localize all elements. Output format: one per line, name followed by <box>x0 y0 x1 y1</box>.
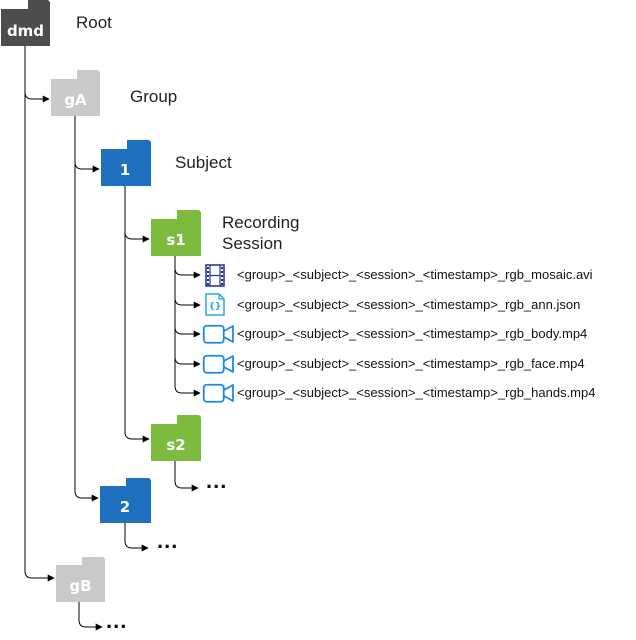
group-label: Group <box>130 87 178 106</box>
connector-s1-to-file1 <box>174 256 201 279</box>
recording-session-label-line2: Session <box>222 234 283 253</box>
video-camera-icon <box>202 324 234 344</box>
connector-s1-to-file4 <box>174 327 201 368</box>
svg-text:{}: {} <box>209 302 222 312</box>
recording-session-label-line1: Recording <box>222 213 300 232</box>
connector-s1-to-file3 <box>174 298 201 338</box>
connector-root-to-gB <box>24 92 55 582</box>
json-file-icon: {} <box>205 293 225 316</box>
root-label: Root <box>76 13 112 32</box>
video-camera-icon <box>202 383 234 403</box>
file-ann-json-label[interactable]: <group>_<subject>_<session>_<timestamp>_… <box>237 297 581 312</box>
film-icon <box>205 264 225 287</box>
folder-subject-1-text: 1 <box>120 161 130 179</box>
folder-icon <box>1 0 50 10</box>
folder-group-a[interactable]: gA <box>51 70 100 116</box>
connector-root-to-gA <box>24 46 50 103</box>
connector-s1-to-file2 <box>174 268 201 309</box>
folder-session-2-text: s2 <box>166 436 185 454</box>
folder-icon <box>101 140 151 150</box>
folder-group-b-text: gB <box>69 577 91 595</box>
folder-icon <box>100 478 151 487</box>
folder-subject-1[interactable]: 1 <box>101 140 151 186</box>
video-camera-icon <box>202 354 234 374</box>
file-mosaic-avi-label[interactable]: <group>_<subject>_<session>_<timestamp>_… <box>237 267 593 282</box>
folder-session-1-text: s1 <box>166 231 185 249</box>
connector-s1-to-file5 <box>174 357 201 397</box>
folder-group-b[interactable]: gB <box>56 557 105 602</box>
connector-gA-to-subject1 <box>74 116 100 173</box>
connector-gA-to-subject2 <box>74 162 99 502</box>
connector-subject1-to-s1 <box>124 186 150 243</box>
session-2-more-ellipsis: ... <box>206 468 228 493</box>
file-hands-mp4-label[interactable]: <group>_<subject>_<session>_<timestamp>_… <box>237 385 596 400</box>
file-face-mp4-label[interactable]: <group>_<subject>_<session>_<timestamp>_… <box>237 356 585 371</box>
folder-root-text: dmd <box>7 22 44 40</box>
folder-icon <box>51 70 100 80</box>
tree-connectors <box>24 46 201 631</box>
connector-subject1-to-s2 <box>124 232 150 443</box>
folder-icon <box>151 415 201 425</box>
connector-s2-to-more <box>174 461 199 492</box>
connector-gB-to-more <box>78 602 103 631</box>
connector-subject2-to-more <box>124 523 149 552</box>
folder-subject-2-text: 2 <box>120 498 130 516</box>
folder-group-a-text: gA <box>64 91 87 109</box>
folder-session-2[interactable]: s2 <box>151 415 201 461</box>
folder-subject-2[interactable]: 2 <box>100 478 151 523</box>
folder-root[interactable]: dmd <box>1 0 50 46</box>
folder-session-1[interactable]: s1 <box>151 210 201 256</box>
folder-icon <box>151 210 201 220</box>
subject-2-more-ellipsis: ... <box>157 528 179 553</box>
subject-label: Subject <box>175 153 232 172</box>
file-body-mp4-label[interactable]: <group>_<subject>_<session>_<timestamp>_… <box>237 326 588 341</box>
group-b-more-ellipsis: ... <box>106 608 128 633</box>
folder-icon <box>56 557 105 566</box>
